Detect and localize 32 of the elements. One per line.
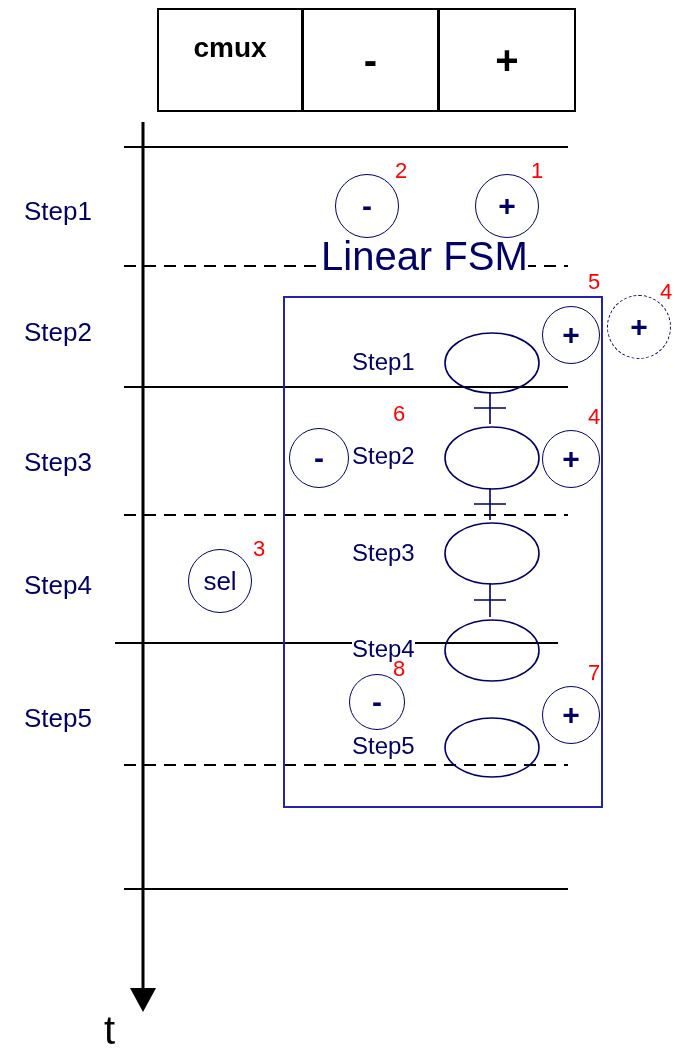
header-cell: -: [302, 8, 439, 112]
operator-circle: -: [289, 428, 349, 488]
step-label: Step1: [24, 198, 92, 224]
fsm-step-label: Step4: [352, 637, 415, 661]
state-ellipse: [444, 426, 540, 490]
callout-number: 6: [393, 403, 406, 425]
transition-line: [473, 391, 507, 425]
fsm-step-label: Step3: [352, 541, 415, 565]
header-cell: cmux: [157, 8, 303, 112]
state-ellipse: [444, 717, 540, 778]
state-ellipse: [444, 619, 540, 682]
fsm-step-label: Step1: [352, 350, 415, 374]
step-label: Step4: [24, 572, 92, 598]
state-ellipse: [444, 332, 540, 394]
operator-circle: +: [542, 306, 600, 364]
step-label: Step2: [24, 319, 92, 345]
operator-circle: sel: [188, 549, 252, 613]
operator-circle: +: [542, 686, 600, 744]
callout-number: 7: [588, 662, 601, 684]
header-cell: +: [438, 8, 576, 112]
callout-number: 3: [253, 538, 266, 560]
state-ellipse: [444, 522, 540, 585]
step-label: Step3: [24, 449, 92, 475]
step-label: Step5: [24, 705, 92, 731]
callout-number: 4: [588, 406, 601, 428]
callout-number: 5: [588, 271, 601, 293]
fsm-step-label: Step5: [352, 734, 415, 758]
transition-line: [473, 487, 507, 521]
time-label: t: [104, 1010, 116, 1049]
fsm-step-label: Step2: [352, 444, 415, 468]
transition-line: [473, 582, 507, 618]
operator-circle: +: [542, 430, 600, 488]
